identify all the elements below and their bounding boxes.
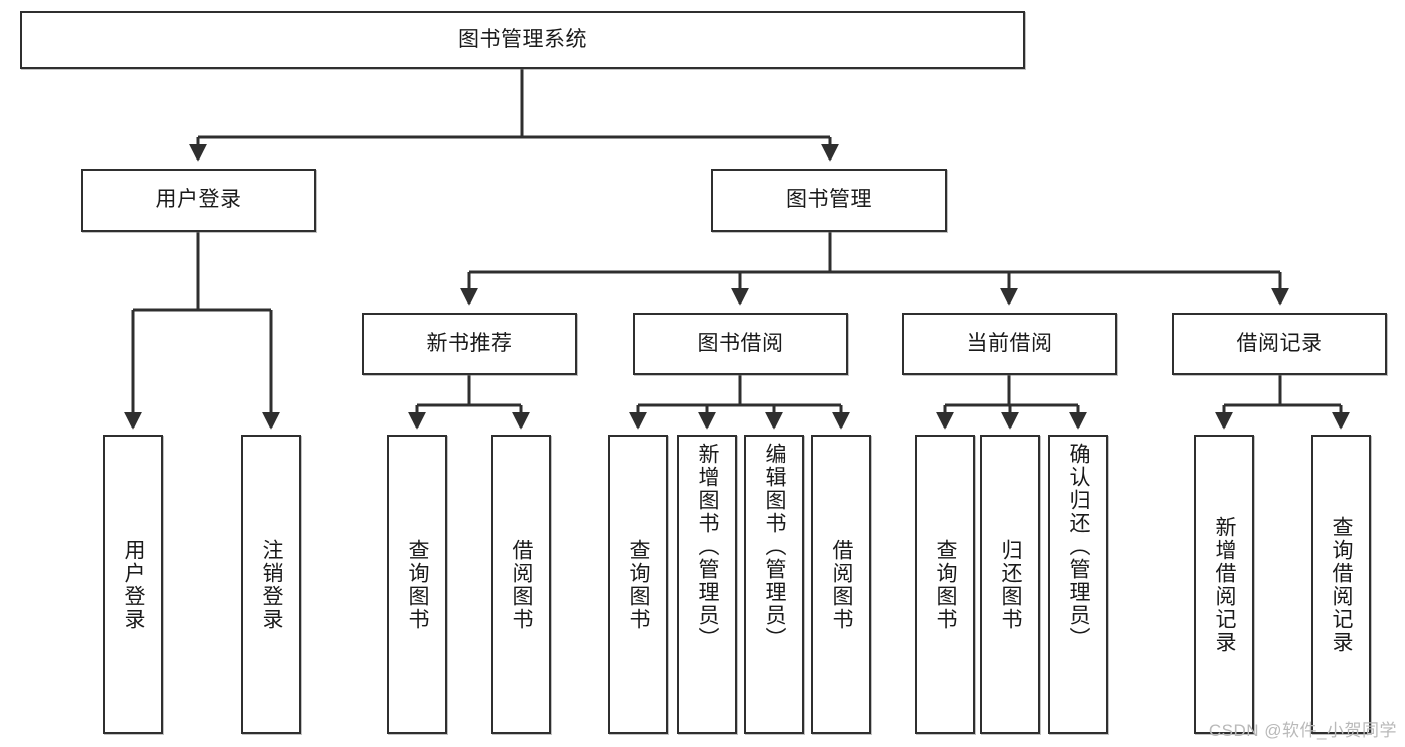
node-label: 用户登录 xyxy=(155,188,242,212)
leaf-user-login-signout[interactable]: 注销登录 xyxy=(241,435,301,734)
node-book-management[interactable]: 图书管理 xyxy=(711,169,947,232)
leaf-current-borrow-query[interactable]: 查询图书 xyxy=(915,435,975,734)
node-label: 借阅图书 xyxy=(510,538,534,631)
node-current-borrow[interactable]: 当前借阅 xyxy=(902,313,1117,375)
node-label: 新增图书（管理员） xyxy=(696,443,720,650)
leaf-book-borrow-lend[interactable]: 借阅图书 xyxy=(811,435,871,734)
leaf-current-borrow-confirm-return[interactable]: 确认归还（管理员） xyxy=(1048,435,1108,734)
node-label: 查询图书 xyxy=(406,538,430,631)
node-new-book-recommend[interactable]: 新书推荐 xyxy=(362,313,577,375)
node-root-system[interactable]: 图书管理系统 xyxy=(20,11,1025,69)
node-label: 归还图书 xyxy=(999,538,1023,631)
node-book-borrow[interactable]: 图书借阅 xyxy=(633,313,848,375)
node-label: 图书管理 xyxy=(786,188,872,212)
leaf-borrow-record-add[interactable]: 新增借阅记录 xyxy=(1194,435,1254,734)
watermark-text: CSDN @软件_小贺同学 xyxy=(1208,721,1397,740)
node-borrow-record[interactable]: 借阅记录 xyxy=(1172,313,1387,375)
leaf-new-book-query[interactable]: 查询图书 xyxy=(387,435,447,734)
leaf-book-borrow-query[interactable]: 查询图书 xyxy=(608,435,668,734)
node-label: 图书借阅 xyxy=(697,331,784,355)
node-label: 新书推荐 xyxy=(426,331,513,355)
node-label: 查询图书 xyxy=(627,538,651,631)
node-label: 查询借阅记录 xyxy=(1330,515,1354,654)
leaf-book-borrow-add[interactable]: 新增图书（管理员） xyxy=(677,435,737,734)
node-label: 当前借阅 xyxy=(966,331,1053,355)
leaf-current-borrow-return[interactable]: 归还图书 xyxy=(980,435,1040,734)
node-label: 借阅记录 xyxy=(1236,331,1323,355)
leaf-user-login-signin[interactable]: 用户登录 xyxy=(103,435,163,734)
node-label: 用户登录 xyxy=(122,538,146,631)
node-label: 借阅图书 xyxy=(830,538,854,631)
node-label: 确认归还（管理员） xyxy=(1067,443,1091,650)
node-user-login[interactable]: 用户登录 xyxy=(81,169,316,232)
node-label: 查询图书 xyxy=(934,538,958,631)
node-label: 注销登录 xyxy=(260,538,284,631)
leaf-book-borrow-edit[interactable]: 编辑图书（管理员） xyxy=(744,435,804,734)
node-label: 图书管理系统 xyxy=(458,27,587,51)
node-label: 新增借阅记录 xyxy=(1213,515,1237,654)
node-label: 编辑图书（管理员） xyxy=(763,443,787,650)
leaf-new-book-borrow[interactable]: 借阅图书 xyxy=(491,435,551,734)
leaf-borrow-record-query[interactable]: 查询借阅记录 xyxy=(1311,435,1371,734)
